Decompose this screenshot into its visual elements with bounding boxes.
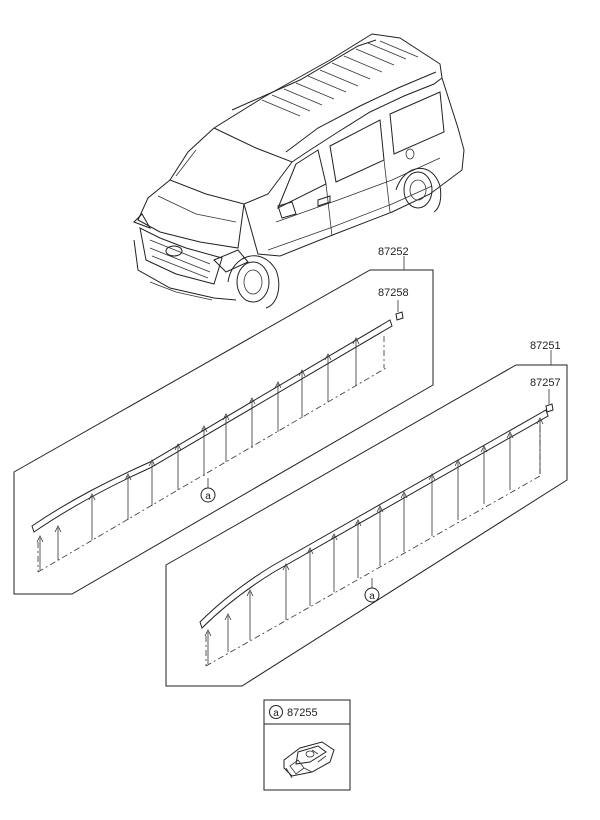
right-rail-frame	[165, 364, 568, 687]
right-clip-ref-circle	[364, 587, 380, 603]
right-end-cap	[545, 403, 554, 413]
left-roof-rail	[31, 319, 393, 533]
label-87252: 87252	[378, 246, 409, 258]
label-87251: 87251	[530, 340, 561, 352]
detail-ref-circle	[269, 705, 283, 719]
detail-ref-letter: a	[273, 708, 279, 719]
left-end-cap	[395, 311, 404, 321]
clip-illustration	[283, 741, 335, 779]
right-roof-rail	[199, 409, 549, 629]
clip-detail-box: a 87255	[263, 699, 351, 791]
van-illustration	[133, 33, 465, 309]
left-clip-ref-circle	[200, 487, 216, 503]
left-clip-ref-letter: a	[205, 491, 211, 502]
label-87257: 87257	[530, 377, 561, 389]
label-87258: 87258	[378, 287, 409, 299]
detail-part-number: 87255	[287, 707, 318, 719]
right-clip-arrows	[204, 417, 544, 664]
left-rail-group: a 87252 87258	[13, 246, 434, 595]
right-clip-ref-letter: a	[369, 591, 375, 602]
right-rail-group: a 87251 87257	[165, 340, 568, 687]
left-clip-arrows	[36, 337, 360, 570]
left-rail-frame	[13, 269, 434, 595]
